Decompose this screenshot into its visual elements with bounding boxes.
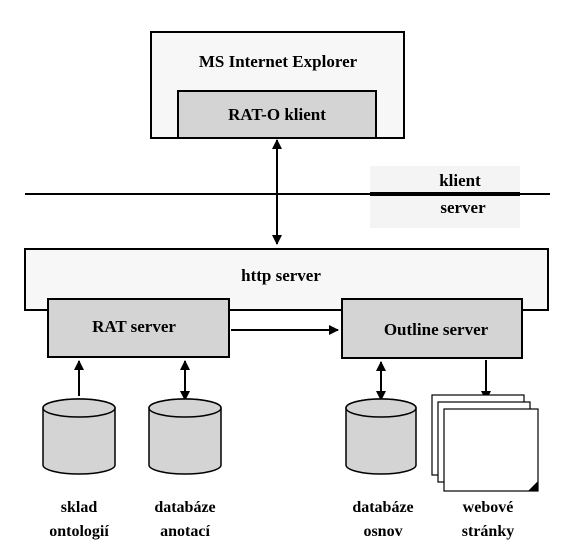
annotations-db-cylinder xyxy=(148,398,222,475)
browser-title: MS Internet Explorer xyxy=(199,52,358,71)
store-label-1-line1: sklad xyxy=(61,499,98,516)
client-label: RAT-O klient xyxy=(228,105,326,124)
ontology-store-cylinder xyxy=(42,398,116,475)
store-label-1-line2: ontologií xyxy=(49,523,109,540)
divider-line-over-bg xyxy=(370,192,520,196)
store-label-2-line2: anotací xyxy=(160,523,210,540)
store-label-2-line1: databáze xyxy=(154,499,215,516)
divider-bottom-label: server xyxy=(440,198,486,217)
store-label-3-line1: databáze xyxy=(352,499,413,516)
outline-server-label: Outline server xyxy=(384,320,489,339)
rat-server-label: RAT server xyxy=(92,317,176,336)
store-label-4-line1: webové xyxy=(463,499,514,516)
store-label-3-line2: osnov xyxy=(363,523,402,540)
outline-db-cylinder xyxy=(345,398,417,475)
divider-label-bg xyxy=(370,166,520,228)
divider-top-label: klient xyxy=(439,171,481,190)
rat-server-box xyxy=(47,298,230,358)
outline-server-box xyxy=(341,298,523,359)
client-box xyxy=(177,90,377,139)
http-server-label: http server xyxy=(241,266,321,285)
web-pages-stack-icon xyxy=(431,394,539,492)
store-label-4-line2: stránky xyxy=(462,523,514,540)
